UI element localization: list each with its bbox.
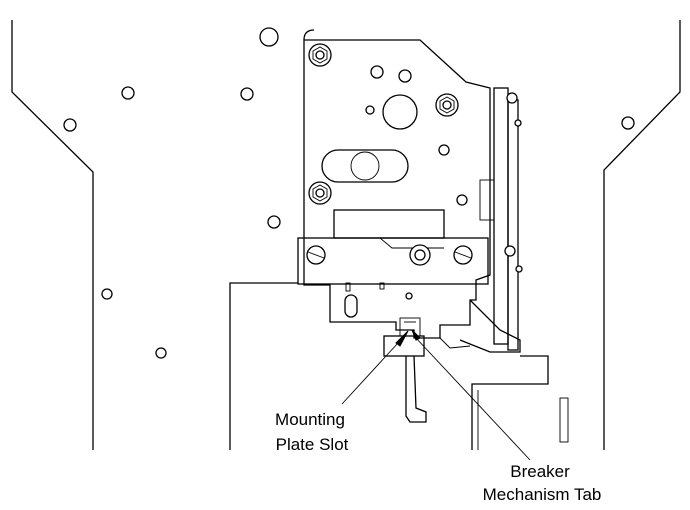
oval-slot bbox=[321, 149, 409, 183]
large-hole bbox=[382, 94, 418, 130]
panel-hole bbox=[101, 288, 113, 300]
tab-pointer-arrowhead bbox=[411, 329, 421, 341]
panel-hole bbox=[155, 347, 167, 359]
mounting-slot-leader-line bbox=[341, 342, 399, 405]
mounting-plate-slot-label-line1: Mounting bbox=[275, 410, 345, 429]
left-mounting-panel bbox=[11, 20, 254, 450]
side-actuator-assembly bbox=[439, 87, 523, 353]
breaker-mechanism-tab[interactable] bbox=[383, 317, 427, 423]
right-mounting-panel bbox=[603, 20, 681, 450]
panel-hole bbox=[621, 116, 635, 130]
mechanism-plate bbox=[259, 27, 491, 339]
panel-hole bbox=[121, 86, 135, 100]
mounting-plate bbox=[229, 282, 569, 450]
breaker-tab-label-line1: Breaker bbox=[510, 462, 570, 481]
panel-hole bbox=[240, 87, 254, 101]
panel-hole bbox=[63, 118, 77, 132]
keyhole bbox=[370, 65, 384, 79]
slot-pointer-arrowhead bbox=[395, 330, 409, 347]
breaker-tab-label-line2: Mechanism Tab bbox=[483, 485, 602, 504]
mounting-plate-slot-label-line2: Plate Slot bbox=[276, 435, 349, 454]
breaker-tab-leader-line bbox=[415, 337, 531, 461]
